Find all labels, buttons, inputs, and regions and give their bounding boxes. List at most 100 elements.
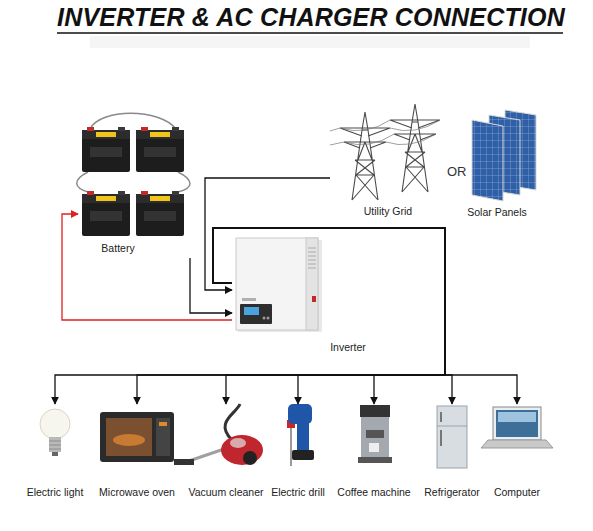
node-label: Microwave oven bbox=[99, 486, 175, 498]
inverter-node: Inverter bbox=[232, 234, 320, 332]
battery-symbol bbox=[96, 196, 116, 201]
solar-node: Solar Panels bbox=[466, 106, 542, 220]
battery-symbol bbox=[141, 191, 148, 195]
bulb-icon bbox=[40, 409, 70, 439]
connector-arrow bbox=[213, 228, 517, 404]
battery-symbol bbox=[172, 127, 179, 131]
power-tower bbox=[390, 104, 440, 192]
battery-symbol bbox=[82, 191, 130, 236]
solar-panel bbox=[472, 120, 503, 201]
solar-panel bbox=[472, 110, 536, 201]
node-label: Vacuum cleaner bbox=[188, 486, 263, 498]
battery-symbol bbox=[136, 194, 184, 203]
battery-node: Battery bbox=[78, 124, 192, 258]
battery-symbol bbox=[82, 200, 130, 236]
battery-symbol bbox=[144, 147, 176, 157]
grid-node: Utility Grid bbox=[330, 106, 446, 220]
node-label: Inverter bbox=[330, 341, 366, 353]
microwave-icon bbox=[113, 434, 145, 446]
bulb-icon bbox=[49, 437, 61, 452]
vacuum-icon bbox=[243, 451, 257, 465]
laptop-icon bbox=[493, 407, 541, 440]
refrigerator-icon bbox=[437, 426, 467, 427]
microwave-icon bbox=[100, 412, 174, 462]
inverter-device bbox=[236, 238, 318, 330]
node-label: Battery bbox=[101, 242, 134, 254]
battery-symbol bbox=[90, 211, 122, 221]
inverter-device bbox=[306, 238, 318, 330]
laptop-icon bbox=[498, 412, 536, 422]
diagram-title: INVERTER & AC CHARGER CONNECTION bbox=[57, 3, 565, 31]
title-rule bbox=[90, 36, 530, 48]
title-rule bbox=[57, 32, 563, 34]
appliance-node: Refrigerator bbox=[420, 404, 484, 500]
inverter-device bbox=[236, 238, 322, 332]
coffee-machine-icon bbox=[366, 430, 384, 438]
battery-symbol bbox=[172, 191, 179, 195]
drill-icon bbox=[297, 423, 309, 451]
battery-symbol bbox=[82, 130, 130, 139]
appliance-node: Electric light bbox=[23, 404, 87, 500]
connector-arrow bbox=[137, 228, 445, 404]
battery-symbol bbox=[118, 127, 125, 131]
battery-symbol bbox=[87, 191, 94, 195]
battery-symbol bbox=[141, 127, 148, 131]
vacuum-icon bbox=[221, 435, 263, 465]
refrigerator-icon bbox=[437, 406, 467, 468]
power-tower bbox=[330, 104, 440, 200]
coffee-machine-icon bbox=[358, 405, 392, 463]
inverter-device bbox=[308, 248, 316, 268]
battery-symbol bbox=[144, 211, 176, 221]
microwave-icon bbox=[156, 418, 170, 456]
node-label: Solar Panels bbox=[467, 206, 527, 218]
battery-symbol bbox=[96, 132, 116, 137]
refrigerator-icon bbox=[437, 406, 467, 468]
inverter-device bbox=[263, 317, 266, 320]
connector-arrow bbox=[213, 228, 445, 404]
node-label: Utility Grid bbox=[364, 205, 412, 217]
vacuum-icon bbox=[174, 459, 194, 465]
coffee-machine-icon bbox=[361, 417, 389, 457]
vacuum-icon bbox=[174, 404, 263, 465]
appliance-node: Electric drill bbox=[266, 404, 330, 500]
battery-wires bbox=[178, 172, 190, 192]
battery-symbol bbox=[82, 127, 130, 172]
inverter-device bbox=[312, 296, 316, 302]
coffee-machine-icon bbox=[360, 405, 390, 417]
refrigerator-icon bbox=[440, 412, 442, 422]
bulb-icon bbox=[52, 452, 58, 456]
battery-wires bbox=[77, 113, 190, 192]
vacuum-icon bbox=[225, 404, 240, 440]
inverter-device bbox=[267, 317, 270, 320]
battery-symbol bbox=[136, 130, 184, 139]
battery-symbol bbox=[136, 136, 184, 172]
coffee-machine-icon bbox=[358, 457, 392, 463]
connector-arrow bbox=[190, 258, 232, 313]
appliance-node: Coffee machine bbox=[342, 404, 406, 500]
connector-arrow bbox=[213, 228, 452, 404]
connector-arrow bbox=[213, 228, 445, 404]
or-label: OR bbox=[447, 165, 467, 179]
laptop-icon bbox=[481, 440, 553, 448]
inverter-device bbox=[242, 298, 256, 301]
drill-icon bbox=[288, 404, 312, 424]
battery-symbol bbox=[150, 196, 170, 201]
connector-arrow bbox=[213, 228, 445, 404]
vacuum-icon bbox=[230, 438, 246, 448]
drill-icon bbox=[290, 424, 292, 466]
refrigerator-icon bbox=[440, 430, 442, 446]
inverter-device bbox=[240, 304, 272, 324]
laptop-icon bbox=[496, 410, 538, 437]
battery-symbol bbox=[90, 147, 122, 157]
connector-group bbox=[55, 178, 517, 404]
connector-arrow bbox=[55, 228, 445, 404]
power-tower bbox=[330, 120, 440, 145]
connector-arrow bbox=[205, 178, 330, 290]
microwave-icon bbox=[159, 422, 167, 426]
node-label: Refrigerator bbox=[424, 486, 479, 498]
power-tower bbox=[340, 112, 390, 200]
battery-symbol bbox=[87, 127, 94, 131]
battery-symbol bbox=[136, 200, 184, 236]
